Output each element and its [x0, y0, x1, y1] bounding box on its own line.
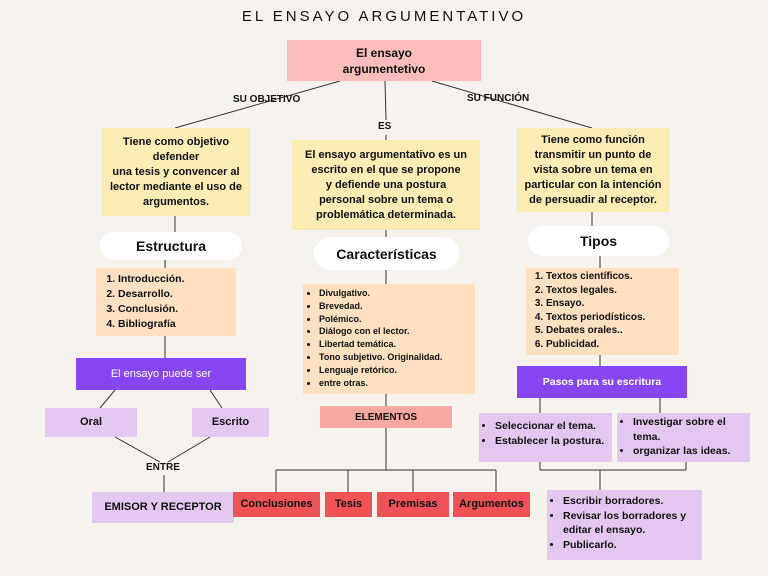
- list-item: Investigar sobre el tema.: [633, 415, 750, 444]
- objetivo-line: una tesis y convencer al: [112, 165, 240, 178]
- label-es: ES: [378, 121, 392, 132]
- premisas-box: Premisas: [377, 492, 449, 517]
- es-line: El ensayo argumentativo es un: [305, 148, 467, 161]
- caracteristicas-list: Divulgativo. Brevedad. Polémico. Diálogo…: [303, 284, 475, 394]
- list-item: Publicidad.: [546, 338, 679, 352]
- list-item: Bibliografía: [118, 317, 236, 332]
- list-item: organizar las ideas.: [633, 444, 750, 459]
- funcion-description: Tiene como función transmitir un punto d…: [517, 128, 669, 212]
- objetivo-description: Tiene como objetivo defender una tesis y…: [102, 128, 250, 216]
- emisor-receptor-box: EMISOR Y RECEPTOR: [92, 492, 234, 523]
- list-item: Tono subjetivo. Originalidad.: [319, 351, 475, 364]
- es-line: problemática determinada.: [316, 208, 456, 221]
- list-item: Ensayo.: [546, 297, 679, 311]
- es-line: y defiende una postura: [325, 178, 447, 191]
- funcion-line: vista sobre un tema en: [533, 163, 653, 176]
- conclusiones-box: Conclusiones: [233, 492, 320, 517]
- list-item: Diálogo con el lector.: [319, 325, 475, 338]
- tesis-box: Tesis: [325, 492, 372, 517]
- list-item: Introducción.: [118, 272, 236, 287]
- escrito-box: Escrito: [192, 408, 269, 437]
- list-item: Textos científicos.: [546, 270, 679, 284]
- elementos-box: ELEMENTOS: [320, 406, 452, 428]
- objetivo-line: argumentos.: [142, 195, 209, 208]
- label-su-objetivo: SU OBJETIVO: [233, 94, 301, 105]
- page-title: EL ENSAYO ARGUMENTATIVO: [241, 8, 527, 25]
- tipos-heading: Tipos: [528, 226, 669, 256]
- caracteristicas-heading: Características: [314, 237, 459, 270]
- label-su-funcion: SU FUNCIÓN: [467, 93, 530, 104]
- funcion-line: Tiene como función: [541, 133, 645, 146]
- list-item: Textos periodísticos.: [546, 311, 679, 325]
- es-line: escrito en el que se propone: [311, 163, 461, 176]
- objetivo-line: defender: [152, 150, 200, 163]
- ensayo-puede-ser-box: El ensayo puede ser: [76, 358, 246, 390]
- list-item: Desarrollo.: [118, 287, 236, 302]
- list-item: Establecer la postura.: [495, 434, 612, 449]
- funcion-line: de persuadir al receptor.: [529, 193, 657, 206]
- root-line-1: El ensayo: [355, 45, 413, 60]
- list-item: Escribir borradores.: [563, 494, 702, 509]
- list-item: Brevedad.: [319, 300, 475, 313]
- objetivo-line: lector mediante el uso de: [109, 180, 243, 193]
- list-item: Divulgativo.: [319, 287, 475, 300]
- pasos-group-b: Investigar sobre el tema. organizar las …: [617, 413, 750, 462]
- estructura-list: Introducción. Desarrollo. Conclusión. Bi…: [96, 268, 236, 336]
- list-item: Seleccionar el tema.: [495, 419, 612, 434]
- funcion-line: transmitir un punto de: [534, 148, 652, 161]
- list-item: Libertad temática.: [319, 338, 475, 351]
- pasos-group-a: Seleccionar el tema. Establecer la postu…: [479, 413, 612, 462]
- list-item: Lenguaje retórico.: [319, 364, 475, 377]
- list-item: Polémico.: [319, 313, 475, 326]
- list-item: Publicarlo.: [563, 538, 702, 553]
- list-item: Conclusión.: [118, 302, 236, 317]
- root-line-2: argumentetivo: [342, 61, 426, 76]
- list-item: entre otras.: [319, 377, 475, 390]
- es-line: personal sobre un tema o: [319, 193, 453, 206]
- pasos-escritura-box: Pasos para su escritura: [517, 366, 687, 398]
- funcion-line: particular con la intención: [524, 178, 662, 191]
- argumentos-box: Argumentos: [453, 492, 530, 517]
- pasos-group-c: Escribir borradores. Revisar los borrado…: [547, 490, 702, 560]
- label-entre: ENTRE: [146, 462, 180, 473]
- oral-box: Oral: [45, 408, 137, 437]
- es-description: El ensayo argumentativo es un escrito en…: [292, 140, 480, 230]
- estructura-heading: Estructura: [100, 232, 242, 260]
- list-item: Revisar los borradores y editar el ensay…: [563, 509, 702, 538]
- tipos-list: Textos científicos. Textos legales. Ensa…: [526, 268, 679, 355]
- list-item: Debates orales..: [546, 324, 679, 338]
- list-item: Textos legales.: [546, 284, 679, 298]
- root-node: El ensayo argumentetivo: [287, 40, 481, 81]
- objetivo-line: Tiene como objetivo: [122, 135, 230, 148]
